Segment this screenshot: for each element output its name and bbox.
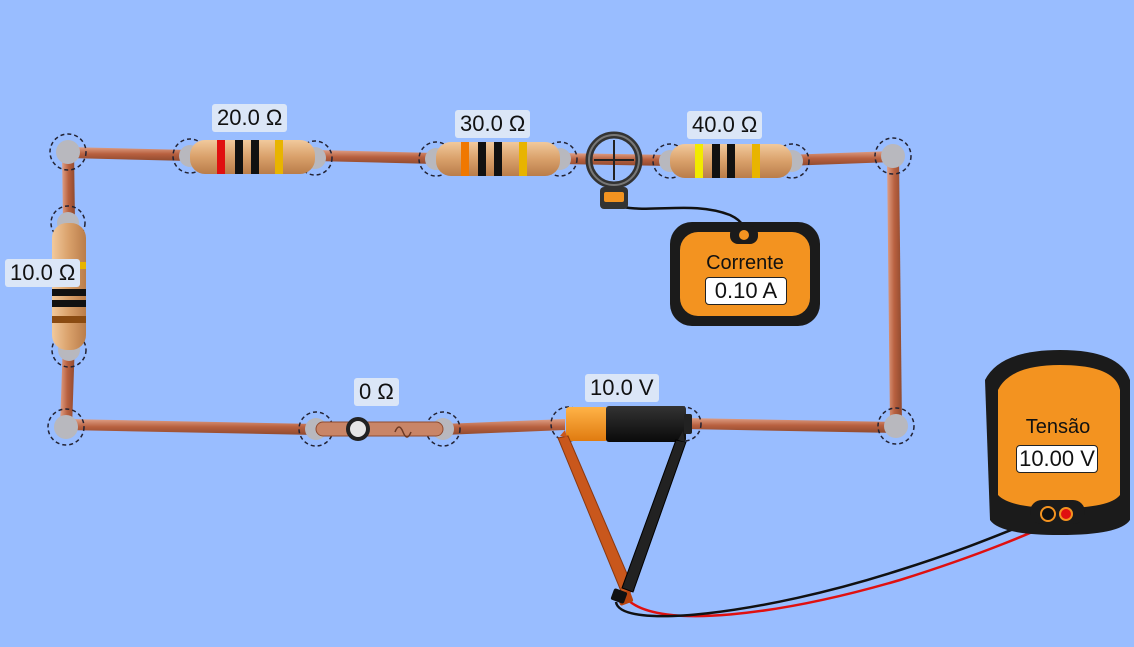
switch-terminal-right[interactable] — [425, 411, 461, 447]
resistor-30-terminal-right[interactable] — [542, 141, 578, 177]
wire-right[interactable] — [887, 155, 902, 427]
voltmeter-black-jack[interactable] — [1040, 506, 1056, 522]
switch-pivot[interactable] — [346, 417, 370, 441]
switch-label: 0 Ω — [354, 378, 399, 406]
wire-bottom-mid[interactable] — [443, 419, 565, 435]
junction-top-left[interactable] — [49, 133, 87, 171]
voltmeter-device[interactable] — [985, 350, 1130, 535]
red-probe[interactable] — [557, 430, 635, 606]
battery-label: 10.0 V — [585, 374, 659, 402]
wire-left-top[interactable] — [62, 150, 75, 222]
ammeter-title: Corrente — [706, 252, 784, 274]
wire-top-right[interactable] — [785, 151, 893, 166]
junction-top-right[interactable] — [874, 137, 912, 175]
resistor-30-label: 30.0 Ω — [455, 110, 531, 138]
wire-bottom-left[interactable] — [66, 419, 316, 435]
resistor-40-label: 40.0 Ω — [687, 111, 763, 139]
resistor-10-label: 10.0 Ω — [5, 259, 81, 287]
voltmeter-title: Tensão — [1025, 416, 1091, 438]
voltmeter-leads[interactable] — [614, 514, 1067, 618]
switch[interactable] — [298, 411, 461, 447]
wire-bottom-right[interactable] — [685, 418, 896, 433]
wires[interactable] — [60, 147, 902, 435]
resistor-40-ohm[interactable] — [652, 143, 810, 179]
resistor-30-ohm[interactable] — [418, 141, 578, 177]
resistor-10-terminal-top[interactable] — [50, 205, 86, 241]
wire-top-left[interactable] — [68, 147, 190, 161]
junctions[interactable] — [47, 133, 915, 446]
resistor-20-ohm[interactable] — [172, 138, 333, 176]
wire-left-bottom[interactable] — [60, 340, 75, 428]
voltmeter-red-jack[interactable] — [1059, 507, 1073, 521]
resistor-40-terminal-right[interactable] — [774, 143, 810, 179]
black-probe[interactable] — [610, 431, 687, 604]
resistor-20-label: 20.0 Ω — [212, 104, 288, 132]
voltmeter-reading: 10.00 V — [1016, 445, 1098, 473]
junction-bottom-left[interactable] — [47, 408, 85, 446]
junction-bottom-right[interactable] — [877, 407, 915, 445]
resistor-20-terminal-right[interactable] — [297, 140, 333, 176]
wire-top-mid1[interactable] — [315, 150, 435, 164]
ammeter-reading: 0.10 A — [705, 277, 787, 305]
battery[interactable] — [550, 406, 702, 442]
